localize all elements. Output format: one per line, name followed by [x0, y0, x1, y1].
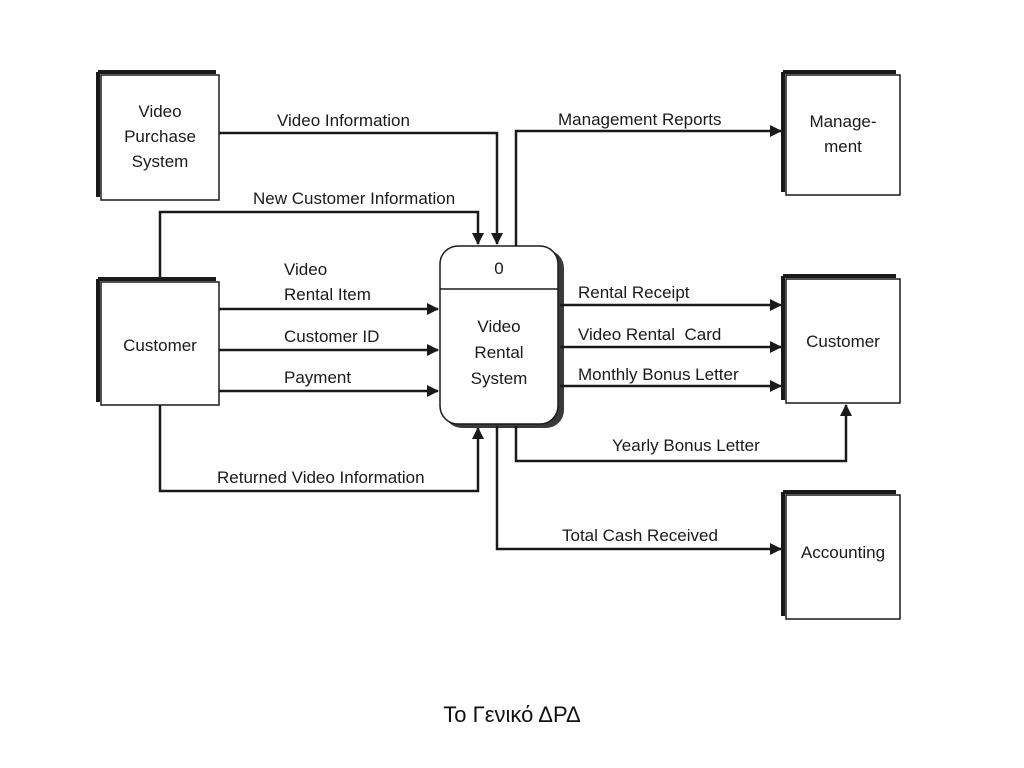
flow-label: Video Information [277, 111, 410, 130]
flow-returned-video-information: Returned Video Information [158, 405, 484, 493]
process-name-line: System [471, 369, 528, 388]
flow-video-rental-item: Video Rental Item [219, 260, 439, 315]
process-id: 0 [494, 259, 503, 278]
entity-label-line: Video [138, 102, 181, 121]
flow-monthly-bonus-letter: Monthly Bonus Letter [560, 365, 782, 392]
flow-label: Rental Receipt [578, 283, 690, 302]
flow-label: Customer ID [284, 327, 379, 346]
flow-label: Total Cash Received [562, 526, 718, 545]
flow-label: Yearly Bonus Letter [612, 436, 760, 455]
entity-label-line: ment [824, 137, 862, 156]
flow-customer-id: Customer ID [219, 327, 439, 356]
flow-label: Video Rental Card [578, 325, 721, 344]
entity-accounting: Accounting [781, 490, 901, 620]
entity-label: Customer [806, 332, 880, 351]
flow-label: Payment [284, 368, 351, 387]
flow-total-cash-received: Total Cash Received [495, 426, 782, 555]
entity-label: Accounting [801, 543, 885, 562]
flow-rental-receipt: Rental Receipt [560, 283, 782, 311]
entity-customer-sink: Customer [781, 274, 901, 404]
entity-management: Manage- ment [781, 70, 901, 196]
flow-payment: Payment [219, 368, 439, 397]
flow-label: New Customer Information [253, 189, 455, 208]
entity-label-line: System [132, 152, 189, 171]
flow-label: Management Reports [558, 110, 721, 129]
flow-label: Monthly Bonus Letter [578, 365, 739, 384]
flow-label: Returned Video Information [217, 468, 425, 487]
flow-label: Video [284, 260, 327, 279]
entity-customer-source: Customer [96, 277, 220, 406]
process-name-line: Rental [474, 343, 523, 362]
flow-management-reports: Management Reports [514, 110, 782, 246]
entity-label-line: Purchase [124, 127, 196, 146]
flow-video-rental-card: Video Rental Card [560, 325, 782, 353]
entity-video-purchase-system: Video Purchase System [96, 70, 220, 201]
flow-yearly-bonus-letter: Yearly Bonus Letter [514, 404, 852, 463]
slide-caption: Το Γενικό ΔΡΔ [443, 702, 581, 727]
flow-label: Rental Item [284, 285, 371, 304]
flow-new-customer-information: New Customer Information [158, 189, 484, 279]
process-name-line: Video [477, 317, 520, 336]
flow-video-information: Video Information [219, 111, 503, 245]
entity-label-line: Manage- [809, 112, 876, 131]
process-video-rental-system: 0 Video Rental System [439, 245, 564, 428]
entity-label: Customer [123, 336, 197, 355]
